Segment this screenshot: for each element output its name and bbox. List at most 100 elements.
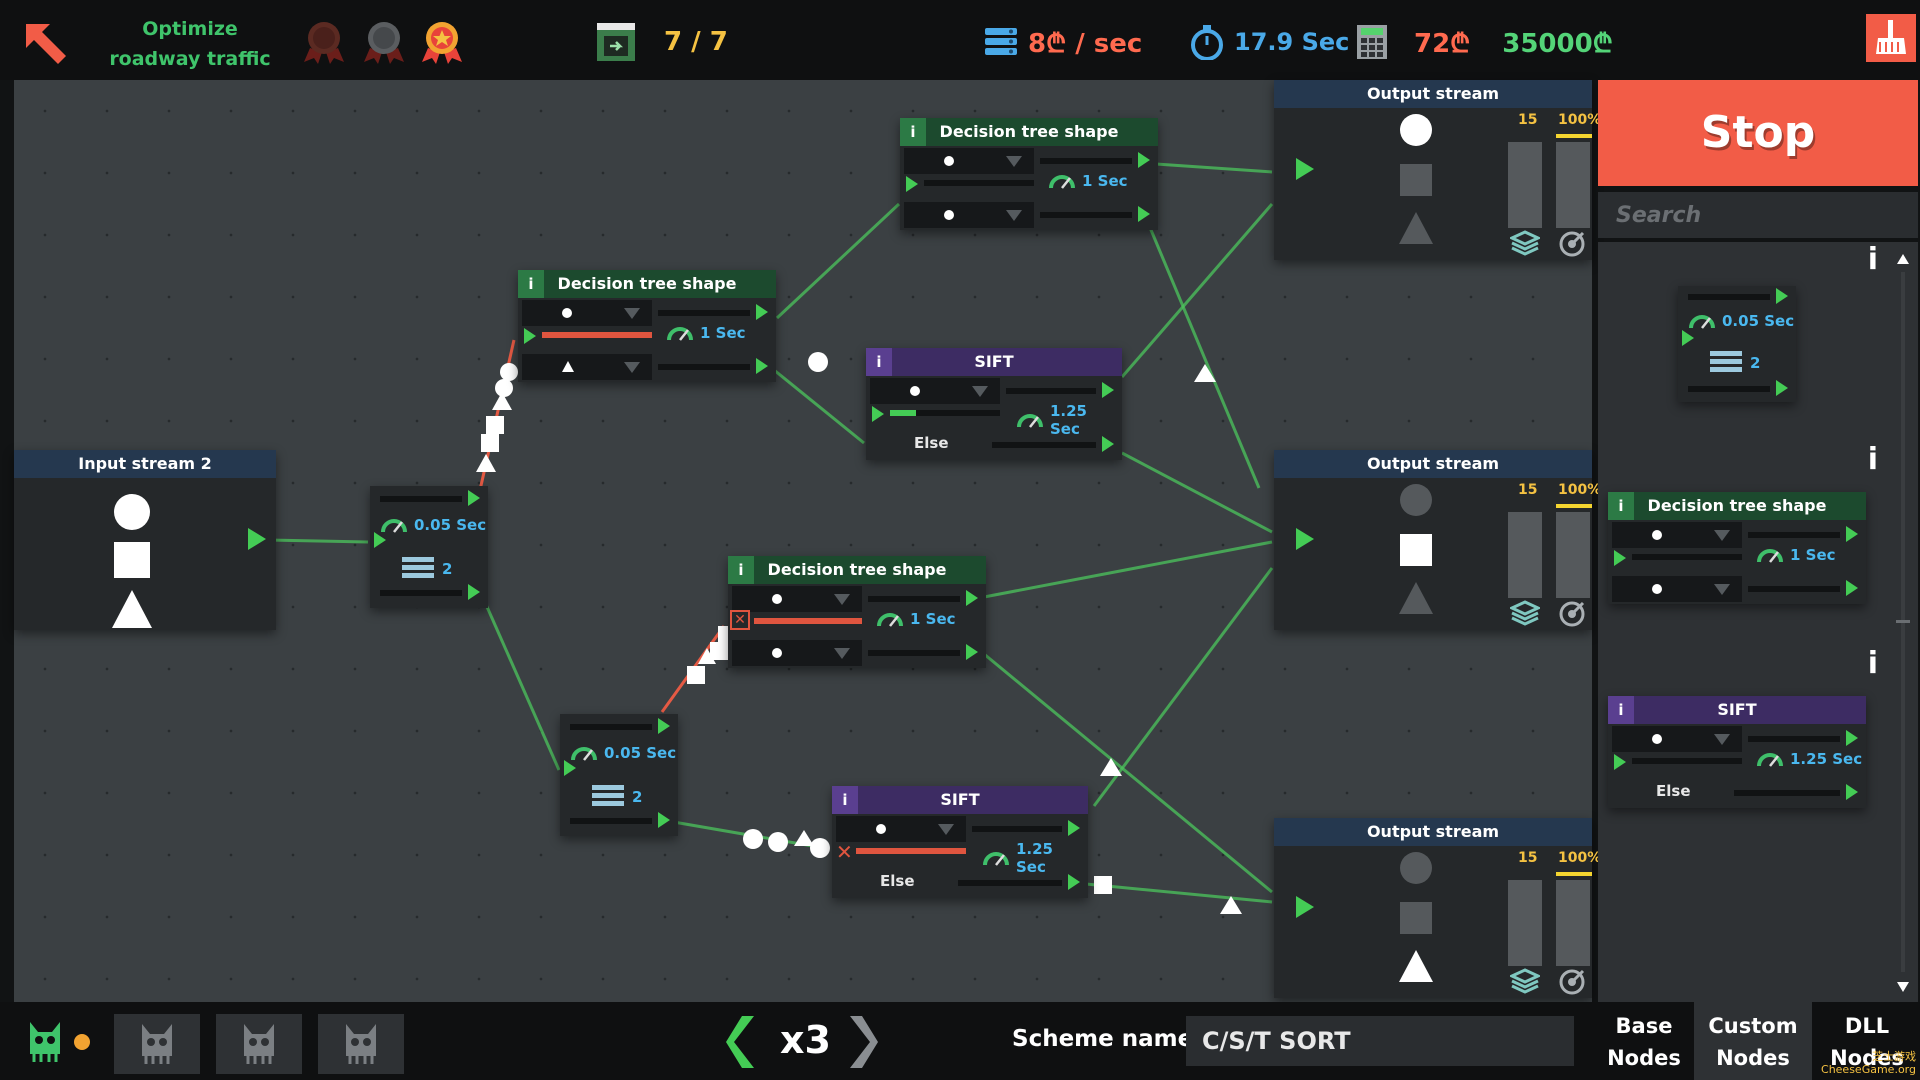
scheme-name-field[interactable]: C/S/T SORT xyxy=(1186,1016,1574,1066)
scroll-down-icon xyxy=(1897,982,1909,992)
cost-rate: 8₾ / sec xyxy=(1028,29,1143,59)
wire-layer xyxy=(267,162,1274,914)
info-icon[interactable]: i xyxy=(1867,646,1878,681)
input-port[interactable] xyxy=(872,406,884,422)
splitter-node[interactable]: 0.05 Sec 2 xyxy=(560,714,678,836)
shape-dropdown[interactable] xyxy=(732,586,862,612)
output-port[interactable] xyxy=(966,590,978,606)
info-button[interactable]: i xyxy=(832,786,858,814)
output-stream-node[interactable]: Output stream 15 100% xyxy=(1274,450,1601,630)
info-icon[interactable]: i xyxy=(1867,442,1878,477)
wire xyxy=(1121,451,1273,534)
calculator-icon xyxy=(1357,25,1387,59)
blocked-x-icon: ✕ xyxy=(730,610,750,630)
info-button[interactable]: i xyxy=(518,270,544,298)
shape-dropdown[interactable] xyxy=(904,202,1034,228)
inbox-icon xyxy=(597,23,635,61)
splitter-node[interactable]: 0.05 Sec 2 xyxy=(370,486,488,608)
input-port[interactable] xyxy=(374,532,386,548)
stop-button[interactable]: Stop xyxy=(1598,80,1918,186)
shape-dropdown[interactable] xyxy=(870,378,1000,404)
output-port[interactable] xyxy=(1102,382,1114,398)
medal-icon xyxy=(364,22,404,64)
node-title: SIFT xyxy=(1717,700,1757,719)
speed-up-button[interactable] xyxy=(848,1014,880,1070)
traveling-triangle xyxy=(1220,896,1242,914)
shape-dropdown[interactable] xyxy=(732,640,862,666)
wire xyxy=(1085,882,1273,904)
input-port[interactable] xyxy=(1296,158,1314,180)
time-stat: 17.9 Sec xyxy=(1190,24,1349,60)
queued-square xyxy=(481,434,499,452)
wire xyxy=(267,538,369,544)
input-port[interactable] xyxy=(524,328,536,344)
palette-splitter-node[interactable]: 0.05 Sec 2 xyxy=(1678,286,1796,402)
speed-down-button[interactable] xyxy=(724,1014,756,1070)
wire xyxy=(1155,162,1273,174)
tab-base-nodes[interactable]: Base Nodes xyxy=(1607,1014,1681,1070)
output-port[interactable] xyxy=(658,812,670,828)
info-button[interactable]: i xyxy=(866,348,892,376)
shape-dropdown[interactable] xyxy=(522,300,652,326)
else-output-port[interactable] xyxy=(1068,874,1080,890)
output-port[interactable] xyxy=(966,644,978,660)
split-count: 2 xyxy=(1710,350,1760,376)
time-value: 17.9 Sec xyxy=(1234,28,1350,56)
output-port[interactable] xyxy=(658,718,670,734)
tab-custom-nodes[interactable]: Custom Nodes xyxy=(1694,1002,1812,1080)
output-port[interactable] xyxy=(756,304,768,320)
server-icon xyxy=(985,28,1017,55)
gauge-icon xyxy=(381,519,407,533)
input-port[interactable] xyxy=(1296,896,1314,918)
output-stream-node[interactable]: Output stream 15 100% xyxy=(1274,80,1601,260)
info-icon[interactable]: i xyxy=(1867,242,1878,277)
shape-dropdown[interactable] xyxy=(904,148,1034,174)
gauge-icon xyxy=(982,852,1009,866)
shape-dropdown[interactable] xyxy=(522,354,652,380)
output-stream-node[interactable]: Output stream 15 100% xyxy=(1274,818,1601,998)
node-title: Input stream 2 xyxy=(14,450,276,478)
output-port[interactable] xyxy=(756,358,768,374)
cleanup-button[interactable] xyxy=(1866,14,1916,62)
output-port[interactable] xyxy=(468,584,480,600)
robot-slot[interactable] xyxy=(318,1014,404,1074)
node-board[interactable]: Input stream 2 0.05 Sec 2 0.05 Sec xyxy=(14,80,1601,1002)
info-button[interactable]: i xyxy=(728,556,754,584)
progress-percent: 100% xyxy=(1558,482,1602,498)
shape-dropdown[interactable] xyxy=(836,816,966,842)
robot-slot[interactable] xyxy=(114,1014,200,1074)
else-output-port[interactable] xyxy=(1102,436,1114,452)
input-port[interactable] xyxy=(564,760,576,776)
output-port[interactable] xyxy=(1068,820,1080,836)
search-input[interactable] xyxy=(1598,192,1918,238)
else-label: Else xyxy=(880,872,915,890)
target-icon xyxy=(1559,601,1585,627)
node-timer: 1 Sec xyxy=(1756,546,1836,564)
back-arrow-icon[interactable] xyxy=(22,20,68,66)
queued-triangle xyxy=(492,392,512,410)
output-port[interactable] xyxy=(1138,206,1150,222)
output-port[interactable] xyxy=(1138,152,1150,168)
output-port[interactable] xyxy=(468,490,480,506)
info-button[interactable]: i xyxy=(900,118,926,146)
wire xyxy=(773,368,865,445)
stack-icon xyxy=(1510,968,1540,994)
robot-icon[interactable] xyxy=(26,1020,64,1064)
input-port[interactable] xyxy=(1296,528,1314,550)
tab-dll-nodes[interactable]: DLL Nodes xyxy=(1830,1014,1904,1070)
cost-rate-stat: 8₾ / sec xyxy=(984,24,1142,60)
input-stream-node[interactable]: Input stream 2 xyxy=(14,450,276,630)
palette-scrollbar[interactable] xyxy=(1896,250,1910,996)
robot-slot[interactable] xyxy=(216,1014,302,1074)
queued-triangle xyxy=(476,454,496,472)
input-port[interactable] xyxy=(906,176,918,192)
output-port[interactable] xyxy=(248,528,266,550)
